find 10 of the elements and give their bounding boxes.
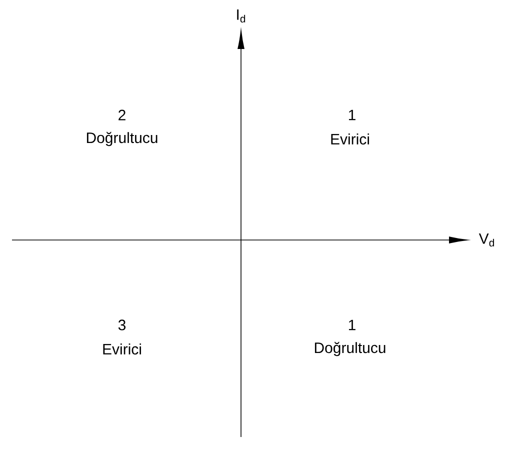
quadrant-label: Doğrultucu bbox=[314, 342, 386, 356]
quadrant-label: Evirici bbox=[331, 133, 369, 144]
axis-label: I$_{d}$ bbox=[237, 9, 246, 23]
quadrant-number: 2 bbox=[118, 110, 126, 120]
quadrant-number: 3 bbox=[118, 320, 126, 330]
axis-label: V$_{d}$ bbox=[478, 233, 494, 247]
quadrant-label: Doğrultucu bbox=[86, 132, 158, 146]
quadrant-number: 1 bbox=[348, 320, 356, 330]
quadrant-number: 1 bbox=[348, 110, 356, 120]
quadrant-label: Evirici bbox=[103, 343, 141, 354]
